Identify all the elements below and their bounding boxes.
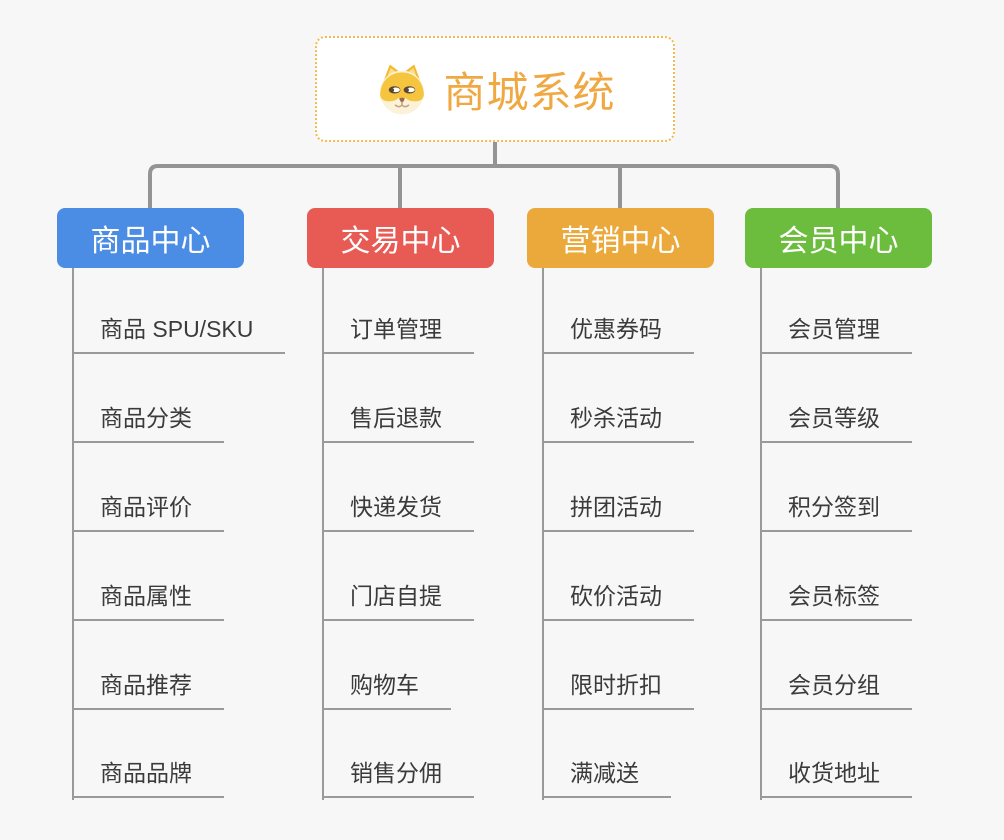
branch-header-members[interactable]: 会员中心 — [745, 208, 932, 268]
branch-header-products[interactable]: 商品中心 — [57, 208, 244, 268]
branch-vline — [542, 268, 544, 800]
leaf-node[interactable]: 销售分佣 — [322, 752, 474, 798]
branch-label: 商品中心 — [90, 225, 211, 258]
leaf-node[interactable]: 会员分组 — [760, 664, 912, 710]
leaf-node[interactable]: 购物车 — [322, 664, 451, 710]
leaf-node[interactable]: 砍价活动 — [542, 575, 694, 621]
leaf-node[interactable]: 拼团活动 — [542, 486, 694, 532]
leaf-node[interactable]: 积分签到 — [760, 486, 912, 532]
branch-label: 营销中心 — [560, 225, 681, 258]
leaf-node[interactable]: 商品品牌 — [72, 752, 224, 798]
leaf-node[interactable]: 满减送 — [542, 752, 671, 798]
leaf-node[interactable]: 商品 SPU/SKU — [72, 308, 286, 354]
leaf-node[interactable]: 售后退款 — [322, 397, 474, 443]
leaf-node[interactable]: 快递发货 — [322, 486, 474, 532]
branch-label: 交易中心 — [340, 225, 461, 258]
leaf-node[interactable]: 会员等级 — [760, 397, 912, 443]
branch-vline — [322, 268, 324, 800]
leaf-node[interactable]: 优惠券码 — [542, 308, 694, 354]
branch-header-marketing[interactable]: 营销中心 — [527, 208, 714, 268]
leaf-node[interactable]: 秒杀活动 — [542, 397, 694, 443]
rail-line — [148, 164, 840, 208]
root-node[interactable]: 商城系统 — [315, 36, 675, 142]
leaf-node[interactable]: 限时折扣 — [542, 664, 694, 710]
leaf-node[interactable]: 门店自提 — [322, 575, 474, 621]
leaf-node[interactable]: 订单管理 — [322, 308, 474, 354]
branch-vline — [72, 268, 74, 800]
leaf-node[interactable]: 商品属性 — [72, 575, 224, 621]
leaf-node[interactable]: 会员管理 — [760, 308, 912, 354]
leaf-node[interactable]: 会员标签 — [760, 575, 912, 621]
leaf-node[interactable]: 收货地址 — [760, 752, 912, 798]
branch-header-trade[interactable]: 交易中心 — [307, 208, 494, 268]
leaf-node[interactable]: 商品推荐 — [72, 664, 224, 710]
root-title: 商城系统 — [443, 68, 616, 116]
leaf-node[interactable]: 商品分类 — [72, 397, 224, 443]
leaf-node[interactable]: 商品评价 — [72, 486, 224, 532]
dog-face-icon — [374, 61, 430, 117]
branch-label: 会员中心 — [778, 225, 899, 258]
branch-vline — [760, 268, 762, 800]
